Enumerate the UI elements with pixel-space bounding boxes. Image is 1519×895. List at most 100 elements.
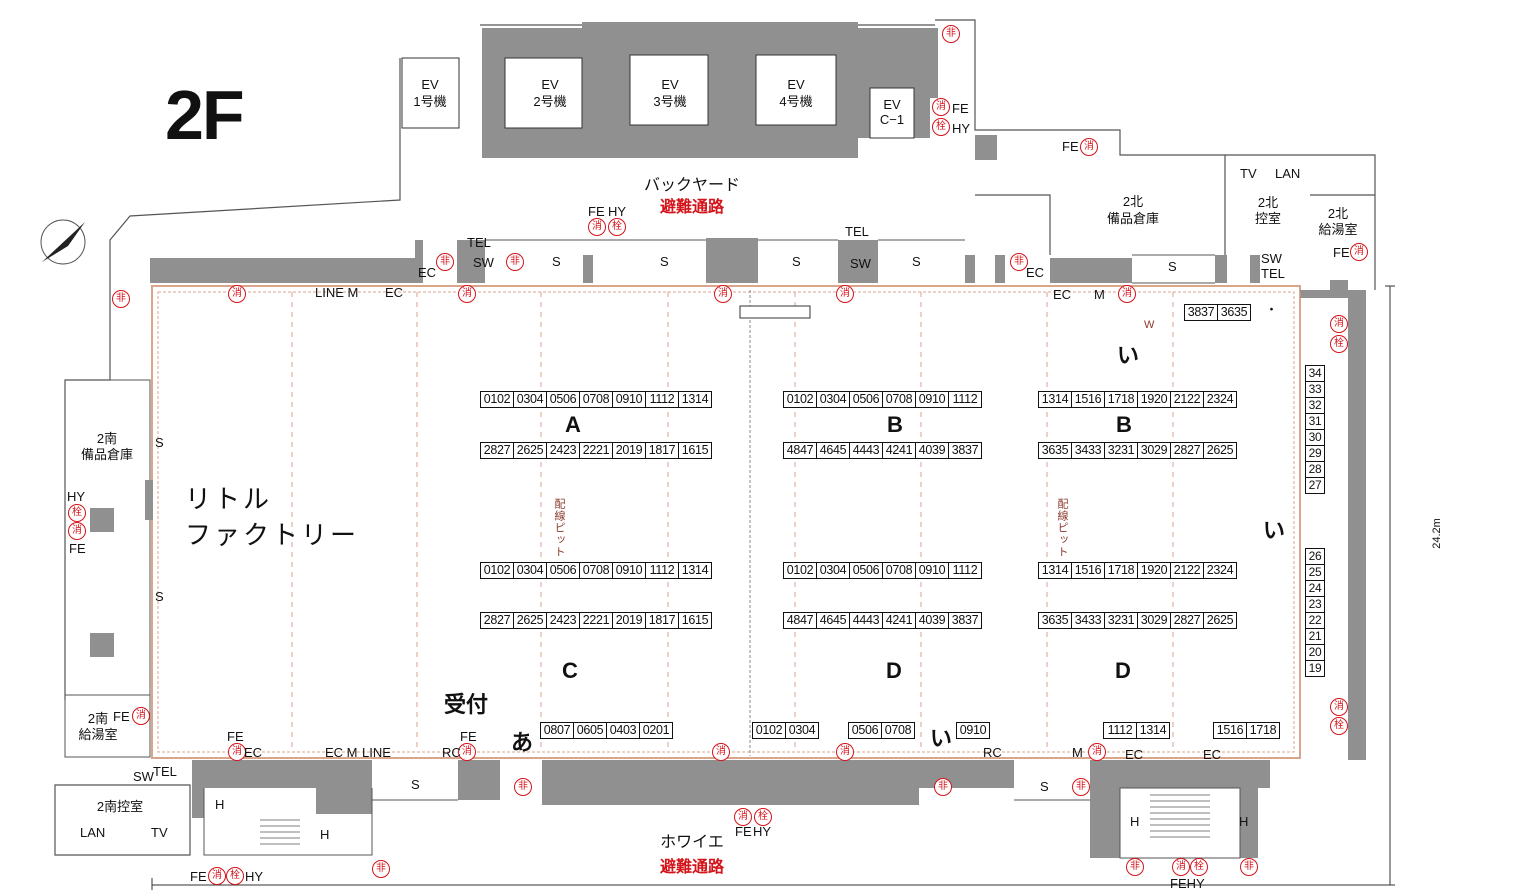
booth-pair[interactable]: 0102 xyxy=(784,563,817,578)
booth-pair[interactable]: 4241 xyxy=(883,443,916,458)
booth-pair[interactable]: 0506 xyxy=(547,392,580,407)
booth-pair[interactable]: 1920 xyxy=(1138,392,1171,407)
booth-pair[interactable]: 2625 xyxy=(1206,613,1234,627)
booth-pair[interactable]: 1314 xyxy=(681,392,709,406)
booth-pair[interactable]: 2324 xyxy=(1206,392,1234,406)
booth-pair[interactable]: 2324 xyxy=(1206,563,1234,577)
booth-pair[interactable]: 0910 xyxy=(916,392,949,407)
booth-pair[interactable]: 2122 xyxy=(1171,563,1204,578)
booth-pair[interactable]: 4645 xyxy=(817,613,850,628)
booth-pair[interactable]: 2625 xyxy=(514,443,547,458)
booth-pair[interactable]: 4443 xyxy=(850,613,883,628)
booth[interactable]: 26 xyxy=(1306,549,1324,565)
booth-pair[interactable]: 0605 xyxy=(574,723,607,738)
booth-pair[interactable]: 0807 xyxy=(541,723,574,738)
booth-pair[interactable]: 0403 xyxy=(607,723,640,738)
booth-pair[interactable]: 1615 xyxy=(681,443,709,457)
booth-pair[interactable]: 1817 xyxy=(646,613,679,628)
booth[interactable]: 29 xyxy=(1306,446,1324,462)
booth-pair[interactable]: 0304 xyxy=(817,563,850,578)
booth-pair[interactable]: 2827 xyxy=(481,443,514,458)
booth-pair[interactable]: 4241 xyxy=(883,613,916,628)
booth-pair[interactable]: 3837 xyxy=(951,613,979,627)
booth-pair[interactable]: 2221 xyxy=(580,443,613,458)
booth-pair[interactable]: 3231 xyxy=(1105,443,1138,458)
booth-pair[interactable]: 0102 xyxy=(481,563,514,578)
booth-pair[interactable]: 3837 xyxy=(1185,305,1218,320)
booth[interactable]: 22 xyxy=(1306,613,1324,629)
booth-pair[interactable]: 0506 xyxy=(850,563,883,578)
booth-pair[interactable]: 1112 xyxy=(952,563,978,577)
booth-pair[interactable]: 0708 xyxy=(883,563,916,578)
booth-pair[interactable]: 2423 xyxy=(547,443,580,458)
booth-pair[interactable]: 4443 xyxy=(850,443,883,458)
booth-pair[interactable]: 2625 xyxy=(514,613,547,628)
booth[interactable]: 34 xyxy=(1306,366,1324,382)
booth-pair[interactable]: 0506 xyxy=(547,563,580,578)
booth-pair[interactable]: 1314 xyxy=(1139,723,1167,737)
booth-pair[interactable]: 1314 xyxy=(1039,563,1072,578)
booth[interactable]: 19 xyxy=(1308,661,1322,675)
booth-pair[interactable]: 3635 xyxy=(1039,613,1072,628)
booth-pair[interactable]: 3635 xyxy=(1220,305,1248,319)
booth-pair[interactable]: 4039 xyxy=(916,443,949,458)
booth-pair[interactable]: 0201 xyxy=(642,723,670,737)
booth-pair[interactable]: 3231 xyxy=(1105,613,1138,628)
booth-pair[interactable]: 3837 xyxy=(951,443,979,457)
booth-pair[interactable]: 0102 xyxy=(481,392,514,407)
booth-pair[interactable]: 4847 xyxy=(784,443,817,458)
booth[interactable]: 30 xyxy=(1306,430,1324,446)
booth-pair[interactable]: 1516 xyxy=(1072,563,1105,578)
booth-pair[interactable]: 2019 xyxy=(613,613,646,628)
booth-pair[interactable]: 0708 xyxy=(580,563,613,578)
booth-pair[interactable]: 0102 xyxy=(753,723,786,738)
booth-pair[interactable]: 1516 xyxy=(1072,392,1105,407)
booth-pair[interactable]: 1817 xyxy=(646,443,679,458)
booth-pair[interactable]: 2827 xyxy=(1171,613,1204,628)
booth-pair[interactable]: 2827 xyxy=(481,613,514,628)
booth-pair[interactable]: 0304 xyxy=(817,392,850,407)
booth-pair[interactable]: 1920 xyxy=(1138,563,1171,578)
booth-pair[interactable]: 4039 xyxy=(916,613,949,628)
booth-pair[interactable]: 1314 xyxy=(1039,392,1072,407)
booth-pair[interactable]: 1112 xyxy=(1104,723,1137,738)
booth-pair[interactable]: 2221 xyxy=(580,613,613,628)
booth-pair[interactable]: 1718 xyxy=(1105,392,1138,407)
booth-pair[interactable]: 4645 xyxy=(817,443,850,458)
booth-pair[interactable]: 3635 xyxy=(1039,443,1072,458)
booth-pair[interactable]: 1718 xyxy=(1105,563,1138,578)
booth[interactable]: 28 xyxy=(1306,462,1324,478)
booth[interactable]: 31 xyxy=(1306,414,1324,430)
booth-pair[interactable]: 0304 xyxy=(514,563,547,578)
booth-pair[interactable]: 0708 xyxy=(580,392,613,407)
booth-pair[interactable]: 3433 xyxy=(1072,443,1105,458)
booth-pair[interactable]: 4847 xyxy=(784,613,817,628)
booth-pair[interactable]: 0506 xyxy=(849,723,882,738)
booth[interactable]: 27 xyxy=(1308,478,1322,492)
booth-pair[interactable]: 0910 xyxy=(613,392,646,407)
booth-pair[interactable]: 0304 xyxy=(514,392,547,407)
booth-pair[interactable]: 3029 xyxy=(1138,613,1171,628)
booth[interactable]: 21 xyxy=(1306,629,1324,645)
booth[interactable]: 23 xyxy=(1306,597,1324,613)
booth-pair[interactable]: 3433 xyxy=(1072,613,1105,628)
booth-pair[interactable]: 1112 xyxy=(952,392,978,406)
booth-pair[interactable]: 1112 xyxy=(646,563,679,578)
booth[interactable]: 20 xyxy=(1306,645,1324,661)
booth-pair[interactable]: 2423 xyxy=(547,613,580,628)
booth[interactable]: 32 xyxy=(1306,398,1324,414)
booth-pair[interactable]: 2625 xyxy=(1206,443,1234,457)
booth-pair[interactable]: 0506 xyxy=(850,392,883,407)
booth-pair[interactable]: 1718 xyxy=(1249,723,1277,737)
booth-pair[interactable]: 1615 xyxy=(681,613,709,627)
booth[interactable]: 33 xyxy=(1306,382,1324,398)
booth-pair[interactable]: 0910 xyxy=(613,563,646,578)
booth-pair[interactable]: 0910 xyxy=(959,723,987,737)
booth-pair[interactable]: 0910 xyxy=(916,563,949,578)
booth-pair[interactable]: 2827 xyxy=(1171,443,1204,458)
booth-pair[interactable]: 0304 xyxy=(788,723,816,737)
booth[interactable]: 24 xyxy=(1306,581,1324,597)
booth-pair[interactable]: 0708 xyxy=(884,723,912,737)
booth-pair[interactable]: 2122 xyxy=(1171,392,1204,407)
booth-pair[interactable]: 1112 xyxy=(646,392,679,407)
